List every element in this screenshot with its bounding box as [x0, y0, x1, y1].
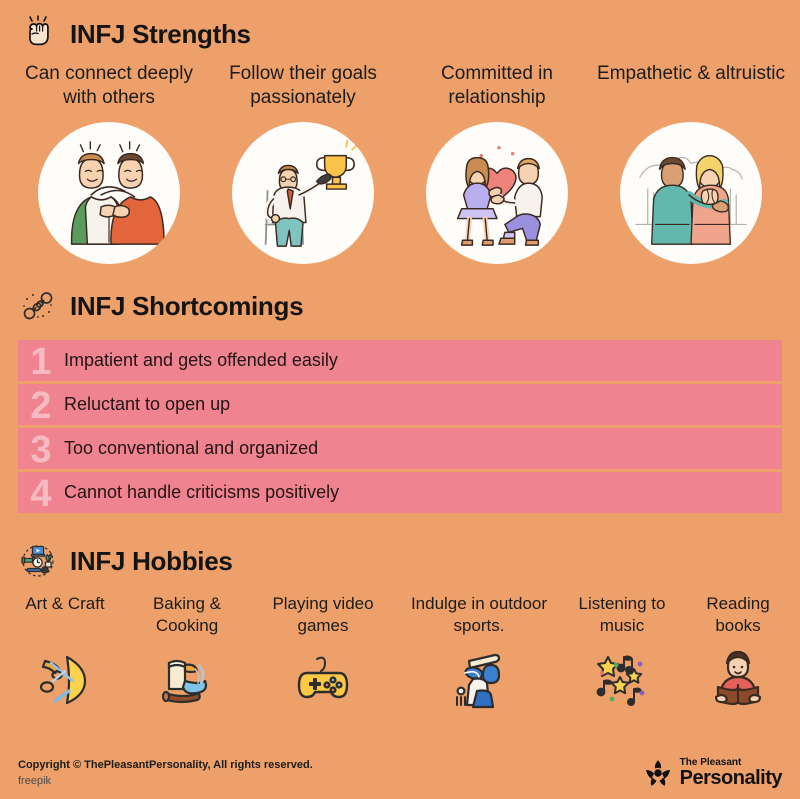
hobby-label: Reading books [706, 594, 770, 636]
strengths-grid: Can connect deeply with others [0, 54, 800, 264]
shortcoming-row: 2 Reluctant to open up [18, 384, 782, 425]
hobby-item: Playing video games [258, 593, 388, 711]
hobby-cluster-icon [21, 545, 54, 577]
hobbies-section: INFJ Hobbies Art & Craft [0, 541, 800, 711]
shortcomings-list: 1 Impatient and gets offended easily 2 R… [18, 340, 782, 513]
strengths-heading: INFJ Strengths [70, 18, 251, 49]
shortcoming-text: Too conventional and organized [64, 438, 319, 458]
hobby-item: Art & Craft [14, 593, 116, 711]
hobbies-heading: INFJ Hobbies [70, 545, 233, 576]
shortcoming-number: 3 [30, 428, 52, 471]
shortcoming-row: 4 Cannot handle criticisms positively [18, 472, 782, 513]
brand-logo[interactable]: The Pleasant Personality [643, 757, 783, 789]
hobby-item: Listening to music [570, 593, 674, 711]
logo-bottom-text: Personality [679, 767, 783, 789]
hobby-label: Art & Craft [25, 594, 105, 613]
hobby-item: Reading books [690, 593, 786, 711]
hobby-item: Baking & Cooking [132, 593, 242, 711]
gamepad-icon [297, 656, 349, 699]
footer: Copyright © ThePleasantPersonality, All … [0, 747, 800, 799]
copyright-text: Copyright © ThePleasantPersonality, All … [18, 758, 313, 771]
music-notes-stars-icon [596, 655, 645, 706]
attribution-text: freepik [18, 775, 52, 787]
strength-label: Follow their goals passionately [229, 63, 377, 109]
hobby-label: Listening to music [578, 594, 666, 636]
shortcoming-number: 1 [30, 340, 52, 383]
shortcoming-text: Cannot handle criticisms positively [64, 482, 340, 502]
shortcomings-header: INFJ Shortcomings [0, 286, 800, 326]
raised-fist-icon [29, 15, 49, 46]
strengths-section: INFJ Strengths Can connect deeply with o… [0, 0, 800, 264]
copyright-block: Copyright © ThePleasantPersonality, All … [18, 757, 313, 790]
strength-item: Committed in relationship [402, 62, 592, 264]
strength-label: Committed in relationship [441, 63, 553, 109]
flour-bowl-whisk-icon [161, 659, 208, 704]
shortcoming-number: 4 [30, 472, 52, 515]
logo-top-text: The Pleasant [679, 757, 742, 768]
shortcomings-section: INFJ Shortcomings 1 Impatient and gets o… [0, 286, 800, 513]
couple-holding-heart-illustration [456, 145, 543, 246]
shortcomings-heading: INFJ Shortcomings [70, 290, 304, 321]
shortcoming-number: 2 [30, 384, 52, 427]
strength-item: Empathetic & altruistic [596, 62, 786, 264]
strength-item: Follow their goals passionately [208, 62, 398, 264]
couple-comforting-outdoors-illustration [635, 154, 747, 245]
hobby-label: Indulge in outdoor sports. [410, 594, 548, 636]
two-friends-hugging-illustration [70, 141, 165, 245]
hobby-label: Playing video games [272, 594, 374, 636]
strength-item: Can connect deeply with others [14, 62, 204, 264]
strength-illustration-circle [426, 122, 568, 264]
pinwheel-logo-icon [645, 760, 670, 786]
strength-illustration-circle [38, 122, 180, 264]
hobby-label: Baking & Cooking [152, 594, 222, 636]
cricket-batsman-icon [456, 653, 501, 709]
strength-illustration-circle [232, 122, 374, 264]
strength-label: Empathetic & altruistic [597, 63, 785, 84]
shortcoming-text: Impatient and gets offended easily [64, 350, 338, 370]
hobbies-header: INFJ Hobbies [0, 541, 800, 581]
broken-chain-icon [23, 292, 53, 320]
man-on-ladder-reaching-trophy-illustration [264, 139, 359, 247]
shortcoming-row: 3 Too conventional and organized [18, 428, 782, 469]
strength-illustration-circle [620, 122, 762, 264]
hobbies-grid: Art & Craft Baking & Cooking [0, 581, 800, 711]
hobby-item: Indulge in outdoor sports. [404, 593, 554, 711]
person-reading-book-icon [714, 650, 762, 706]
shortcoming-row: 1 Impatient and gets offended easily [18, 340, 782, 381]
strengths-header: INFJ Strengths [0, 14, 800, 54]
strength-label: Can connect deeply with others [25, 63, 193, 109]
shortcoming-text: Reluctant to open up [64, 394, 231, 414]
scissors-paper-icon [39, 655, 87, 705]
logo-wordmark: The Pleasant Personality [679, 757, 783, 789]
